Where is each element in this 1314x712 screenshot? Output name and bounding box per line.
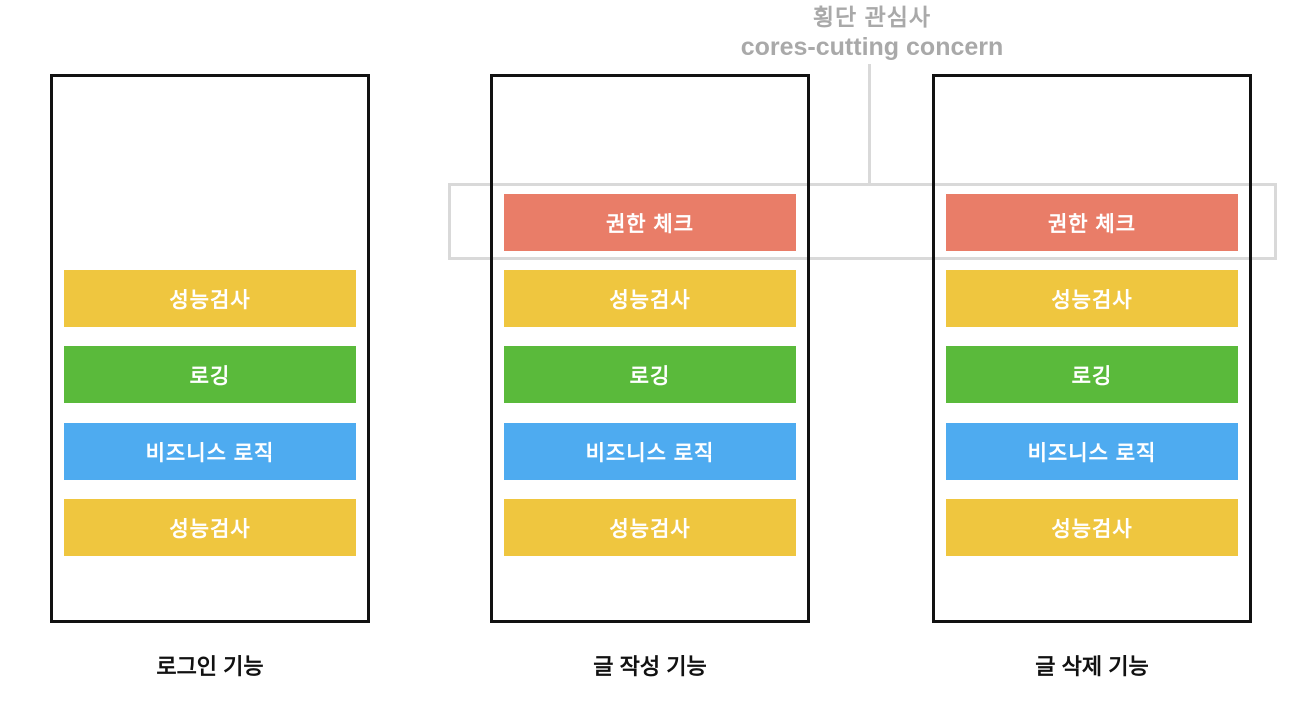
performance-check-bar: 성능검사: [64, 499, 356, 556]
title-english: cores-cutting concern: [740, 33, 1004, 61]
cross-cutting-title: 횡단 관심사 cores-cutting concern: [597, 2, 1147, 63]
function-box-write: 권한 체크 성능검사 로깅 비즈니스 로직 성능검사: [490, 74, 810, 623]
cross-cutting-band: [448, 183, 1277, 260]
title-korean: 횡단 관심사: [812, 4, 932, 30]
performance-check-bar: 성능검사: [946, 499, 1238, 556]
business-logic-bar: 비즈니스 로직: [64, 423, 356, 480]
business-logic-bar: 비즈니스 로직: [504, 423, 796, 480]
permission-check-bar: 권한 체크: [504, 194, 796, 251]
logging-bar: 로깅: [946, 346, 1238, 403]
logging-bar: 로깅: [64, 346, 356, 403]
performance-check-bar: 성능검사: [64, 270, 356, 327]
connector-line: [868, 64, 871, 184]
column-label-delete: 글 삭제 기능: [1035, 654, 1149, 679]
column-label-write: 글 작성 기능: [593, 654, 707, 679]
performance-check-bar: 성능검사: [946, 270, 1238, 327]
column-label-login: 로그인 기능: [156, 654, 264, 679]
permission-check-bar: 권한 체크: [946, 194, 1238, 251]
performance-check-bar: 성능검사: [504, 499, 796, 556]
business-logic-bar: 비즈니스 로직: [946, 423, 1238, 480]
performance-check-bar: 성능검사: [504, 270, 796, 327]
function-box-login: 성능검사 로깅 비즈니스 로직 성능검사: [50, 74, 370, 623]
function-box-delete: 권한 체크 성능검사 로깅 비즈니스 로직 성능검사: [932, 74, 1252, 623]
logging-bar: 로깅: [504, 346, 796, 403]
